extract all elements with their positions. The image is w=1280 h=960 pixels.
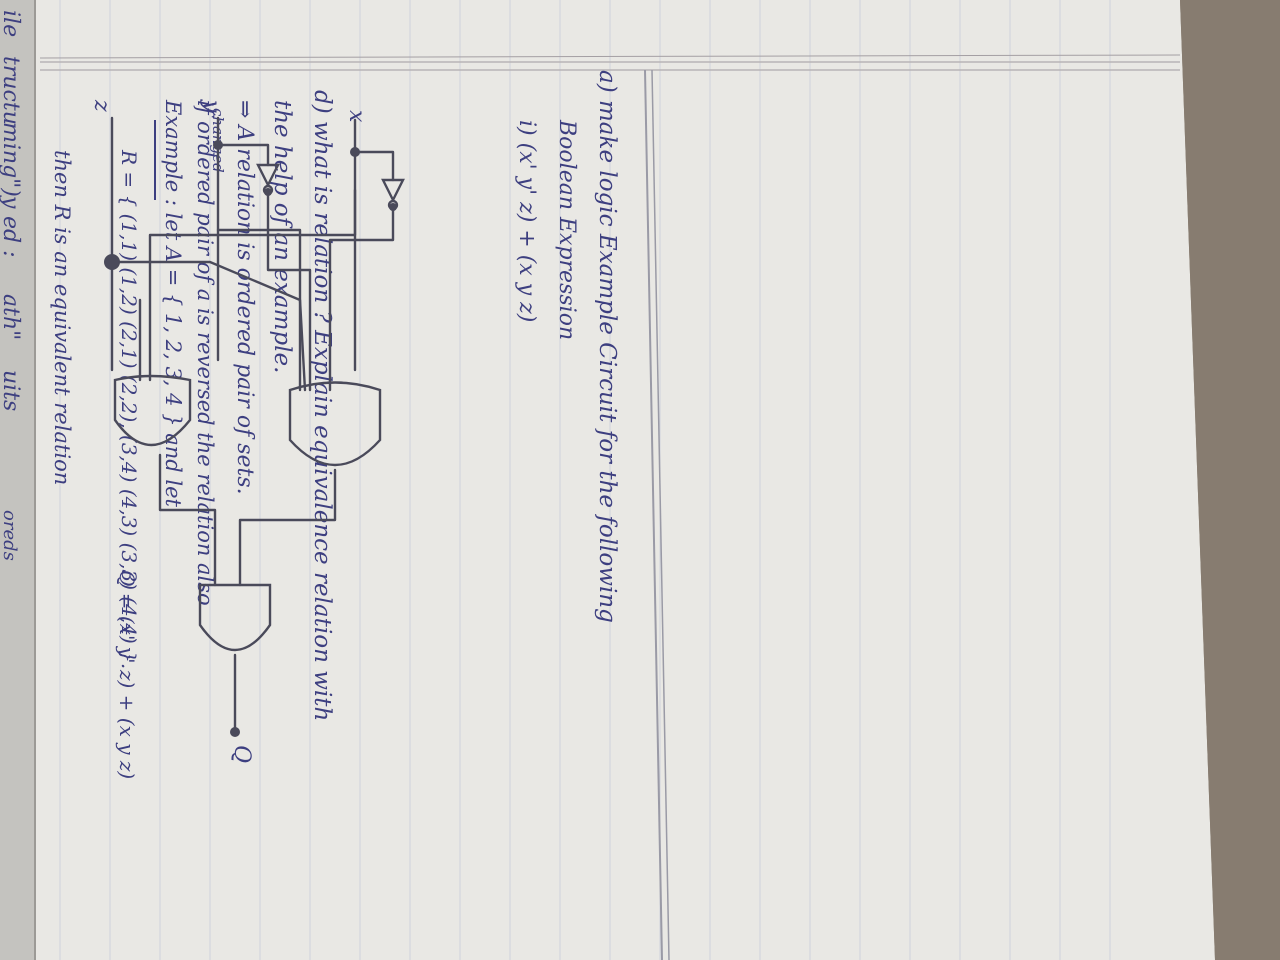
margin-fragment: tructu: [0, 56, 23, 125]
question-a-title: a) make logic Example Circuit for the fo…: [594, 70, 620, 623]
question-d-title: d) what is relation ? Explain equivalenc…: [309, 90, 335, 721]
not-gate-x: [381, 178, 405, 203]
margin-fragment: ed :: [0, 216, 23, 258]
not-gate-y: [256, 163, 280, 188]
question-d-title-cont: the help of an example.: [269, 100, 295, 373]
margin-fragment: ath": [0, 294, 23, 340]
desk-edge: [1180, 0, 1280, 960]
question-a-title-cont: Boolean Expression: [554, 119, 579, 340]
margin-fragment: ming"): [0, 122, 23, 197]
logic-circuit: x y z Q: [89, 99, 405, 763]
expression-part-i: i) (x' y' z) + (x y z): [514, 120, 539, 322]
gate-xnot-ynot-z: [113, 374, 192, 446]
input-y-label: y: [199, 99, 224, 113]
output-expression: Q = (x' y' z) + (x y z): [115, 570, 139, 779]
answer-line-1: ⇒ A relation is ordered pair of sets.: [232, 100, 257, 495]
input-x-label: x: [344, 110, 369, 123]
question-a: a) make logic Example Circuit for the fo…: [115, 70, 620, 779]
final-or-gate: [198, 583, 272, 651]
answer-line-2: if ordered pair of a is reversed the rel…: [193, 100, 217, 606]
margin-fragment: uits: [0, 370, 23, 411]
gate-xyz: [288, 381, 382, 466]
output-terminal: [230, 727, 240, 737]
answer-line-4: R = { (1,1) (1,2) (2,1) (2,2), (3,4) (4,…: [117, 149, 141, 669]
input-z-label: z: [89, 99, 114, 112]
answer-line-3: Example : let A = { 1, 2, 3, 4 } and let: [161, 99, 185, 508]
output-q-label: Q: [229, 745, 254, 763]
margin-fragment: y: [0, 195, 23, 209]
margin-fragment: oreds: [0, 510, 20, 561]
question-divider: [644, 69, 663, 960]
margin-fragment: ile: [0, 10, 23, 37]
previous-page-edge: [0, 0, 35, 960]
wire-y-not: [266, 193, 312, 392]
answer-line-5: then R is an equivalent relation: [50, 150, 74, 485]
question-d: d) what is relation ? Explain equivalenc…: [50, 90, 335, 721]
wire-x-not: [328, 208, 395, 392]
